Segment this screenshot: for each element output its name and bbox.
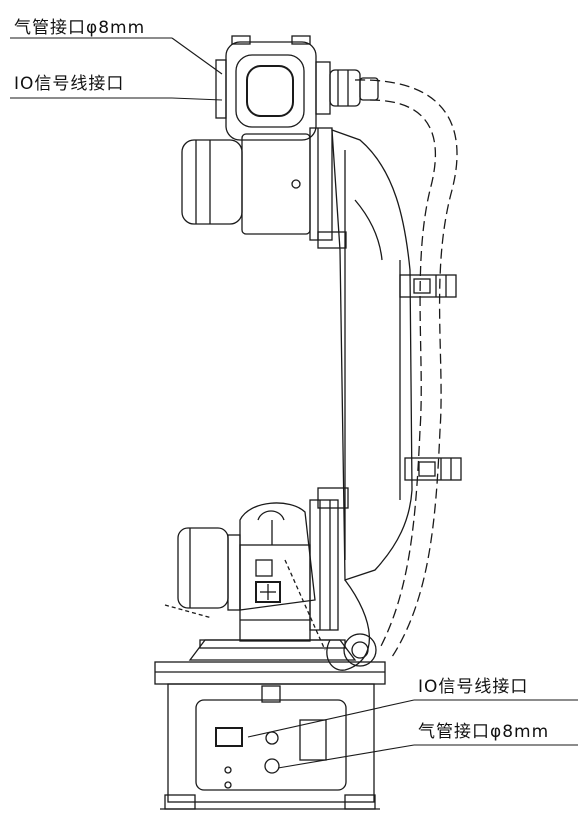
hose-clamp-upper <box>399 274 457 298</box>
leader-lines <box>10 37 578 769</box>
callout-io-signal-top: IO信号线接口 <box>14 74 125 94</box>
callout-air-pipe-bottom: 气管接口φ8mm <box>418 722 550 742</box>
turret <box>188 639 357 661</box>
robot-base <box>154 661 386 810</box>
upper-motor <box>181 127 347 249</box>
callout-io-signal-bottom: IO信号线接口 <box>418 677 529 697</box>
wrist-head <box>215 35 379 141</box>
hose-clamp-lower <box>404 457 462 481</box>
forearm-link <box>331 129 413 581</box>
lower-motor <box>177 527 241 611</box>
cable-hose <box>354 79 458 661</box>
junction-box <box>164 510 326 651</box>
callout-air-pipe-top: 气管接口φ8mm <box>14 18 146 38</box>
